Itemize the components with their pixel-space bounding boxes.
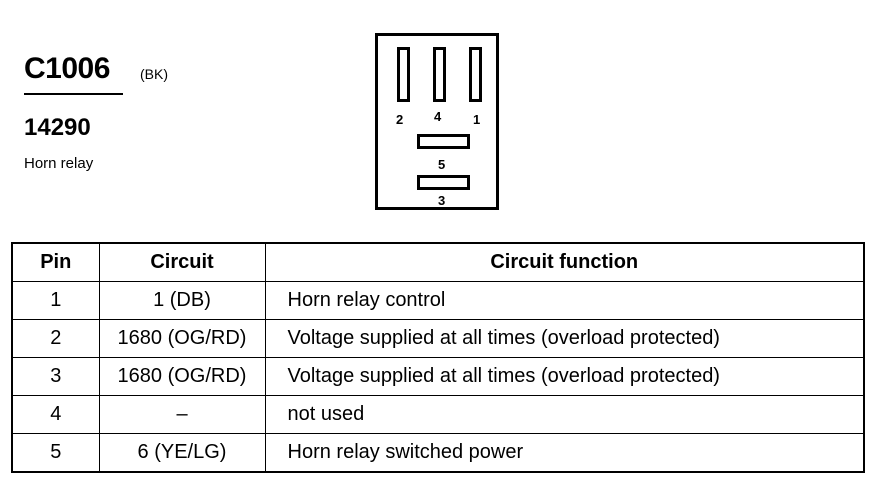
function-cell: Voltage supplied at all times (overload … [264, 357, 865, 396]
circuit-cell: – [98, 395, 266, 434]
table-header-row: Pin Circuit Circuit function [11, 242, 865, 282]
table-row: 3 1680 (OG/RD) Voltage supplied at all t… [11, 357, 865, 396]
pin-cell: 2 [11, 319, 100, 358]
pinout-table: Pin Circuit Circuit function 1 1 (DB) Ho… [11, 242, 865, 473]
connector-face-diagram: 2 4 1 5 3 [375, 33, 499, 210]
part-number: 14290 [24, 114, 91, 141]
title-underline [24, 93, 123, 95]
pin-label-1: 1 [473, 112, 481, 127]
pin-cell: 5 [11, 433, 100, 473]
pin-cell: 3 [11, 357, 100, 396]
header-circuit-function: Circuit function [264, 242, 865, 282]
circuit-cell: 6 (YE/LG) [98, 433, 266, 473]
terminal-slot-pin-2 [397, 47, 410, 102]
table-row: 5 6 (YE/LG) Horn relay switched power [11, 433, 865, 473]
terminal-slot-pin-4 [433, 47, 446, 102]
terminal-slot-pin-1 [469, 47, 482, 102]
pin-label-4: 4 [434, 109, 442, 124]
table-row: 1 1 (DB) Horn relay control [11, 281, 865, 320]
circuit-cell: 1680 (OG/RD) [98, 319, 266, 358]
pin-label-2: 2 [396, 112, 404, 127]
connector-color: (BK) [140, 66, 168, 82]
terminal-slot-pin-5 [417, 134, 470, 149]
function-cell: Horn relay control [264, 281, 865, 320]
terminal-slot-pin-3 [417, 175, 470, 190]
pin-cell: 1 [11, 281, 100, 320]
pin-cell: 4 [11, 395, 100, 434]
pin-label-3: 3 [438, 193, 446, 208]
function-cell: Horn relay switched power [264, 433, 865, 473]
header-pin: Pin [11, 242, 100, 282]
circuit-cell: 1680 (OG/RD) [98, 357, 266, 396]
table-row: 2 1680 (OG/RD) Voltage supplied at all t… [11, 319, 865, 358]
table-row: 4 – not used [11, 395, 865, 434]
pin-label-5: 5 [438, 157, 446, 172]
function-cell: not used [264, 395, 865, 434]
connector-id: C1006 [24, 52, 110, 85]
circuit-cell: 1 (DB) [98, 281, 266, 320]
function-cell: Voltage supplied at all times (overload … [264, 319, 865, 358]
component-name: Horn relay [24, 155, 94, 172]
header-circuit: Circuit [98, 242, 266, 282]
